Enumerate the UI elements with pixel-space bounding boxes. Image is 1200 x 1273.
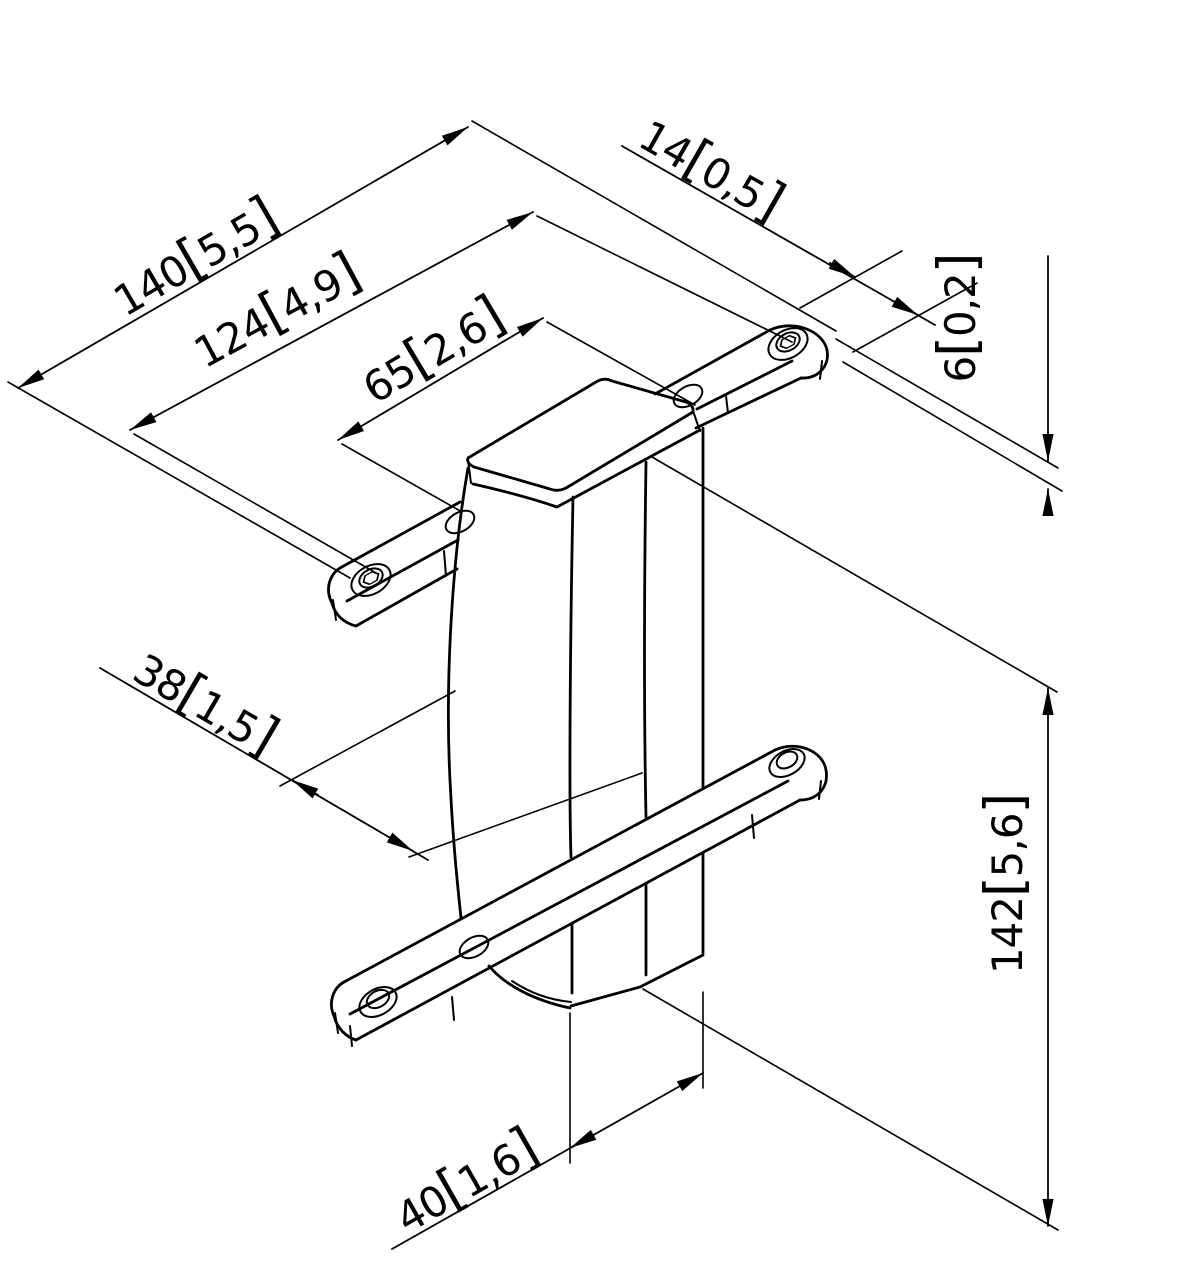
dim-label-overall-height: 142[5,6] [974, 794, 1035, 974]
ext-line-140-right [471, 120, 837, 332]
dim-line-124 [129, 211, 534, 431]
top-strip-right-screw [767, 327, 809, 361]
dim-arrow-14-second [891, 296, 919, 316]
bottom-strip-crease [348, 779, 790, 1016]
screw-outer-ring [350, 563, 392, 597]
ext-line-6-bottom [842, 361, 1063, 492]
boss-outer-ring [768, 748, 806, 778]
dim-line-65 [337, 317, 544, 441]
body-bottom-left-curve [487, 964, 572, 1010]
ext-line-65-right [546, 321, 696, 406]
ext-line-14-second [852, 282, 978, 353]
ext-line-14-first [799, 250, 903, 309]
dim-arrow-14-first [828, 258, 856, 278]
boss-inner-ring [775, 750, 799, 770]
bottom-strip-top-edge [342, 748, 777, 984]
dim-line-14 [621, 145, 936, 326]
dim-label-strip-thickness: 6[0,2] [927, 254, 988, 383]
dim-line-40 [391, 1072, 704, 1250]
ext-line-142-top [651, 456, 1058, 693]
top-strip-right-end-tick [819, 360, 823, 380]
bottom-strip-bottom-edge [354, 798, 802, 1042]
screw-inner-ring [358, 567, 384, 589]
top-strip-bottom-edge-left [354, 567, 459, 628]
ext-line-140-left [7, 381, 351, 579]
body-cap-front-crease [471, 428, 702, 509]
top-strip-mid-tick-right [725, 395, 729, 414]
body-bottom-left-inner-curve [511, 980, 572, 1003]
body-front-left-edge [447, 466, 470, 920]
body-cap-right-corner-edge [692, 410, 701, 432]
screw-inner-ring [775, 331, 801, 353]
top-strip-right-end-cap [768, 324, 829, 380]
bottom-strip-right-end-cap [773, 744, 828, 802]
body-front-crease-upper [568, 495, 575, 859]
ext-line-6-top [835, 338, 1059, 469]
top-strip-top-edge-left [338, 500, 462, 570]
top-strip-left-end-tick [332, 599, 337, 621]
bottom-strip-right-end-tick [818, 780, 822, 800]
bottom-strip-slot-hole [458, 934, 490, 960]
top-strip-left-end-cap [327, 566, 358, 628]
top-strip-crease-left [345, 538, 460, 603]
ext-line-124-left [133, 433, 377, 574]
top-strip-crease-right [695, 359, 794, 411]
dim-arrow-40-left [569, 1129, 597, 1149]
ext-line-38-first [279, 690, 456, 787]
ext-line-124-right [536, 215, 793, 343]
bottom-strip-left-end-tick2 [349, 1025, 353, 1047]
ext-line-65-left [341, 443, 463, 513]
bracket-body [447, 377, 705, 1010]
boss-inner-ring [365, 988, 391, 1010]
top-mounting-strip [327, 324, 829, 628]
bottom-strip-mid-tick-right [751, 814, 755, 839]
top-strip-slot-hole-left [444, 509, 476, 535]
top-strip-top-edge-right [653, 328, 772, 396]
boss-outer-ring [358, 986, 398, 1018]
hex-socket-icon [779, 334, 797, 350]
body-bottom-side-edge [638, 953, 705, 989]
bottom-strip-left-screw-boss [358, 986, 398, 1018]
bottom-strip-left-end-tick1 [334, 1012, 339, 1034]
body-bottom-front-edge [569, 985, 642, 1008]
ext-line-142-bottom [642, 988, 1059, 1231]
top-strip-mid-tick-left [443, 550, 447, 577]
ext-line-38-second [408, 772, 643, 858]
top-strip-bottom-edge-right [694, 376, 803, 430]
body-cap-left-corner-edge [467, 459, 472, 484]
body-bevel-edge-upper [643, 460, 648, 819]
dim-line-38 [99, 667, 429, 861]
bottom-strip-right-screw-boss [768, 748, 806, 778]
bottom-strip-mid-tick-left [451, 996, 455, 1021]
bottom-mounting-strip [330, 744, 828, 1047]
screw-outer-ring [767, 327, 809, 361]
bottom-strip-left-end-cap [330, 980, 358, 1042]
dim-arrow-38-second [386, 832, 414, 852]
dim-arrow-38-first [291, 779, 319, 799]
